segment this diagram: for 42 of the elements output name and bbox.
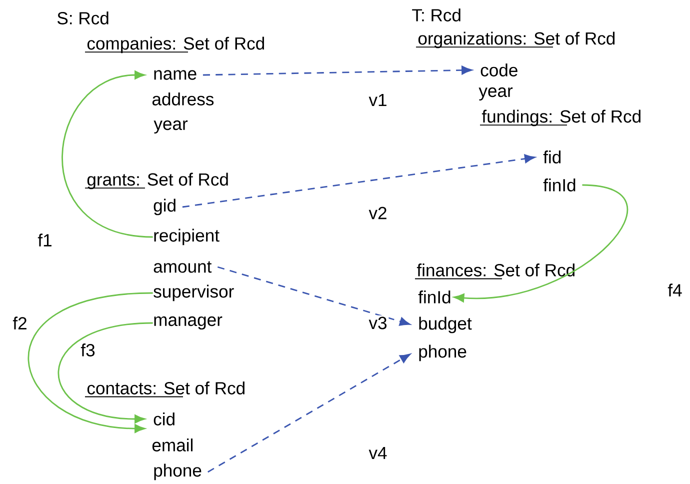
arrow [208, 354, 410, 473]
header-label: companies: Set of Rcd [84, 36, 264, 54]
edge-label: f4 [666, 282, 684, 298]
field-label: phone [154, 464, 202, 480]
arrow [217, 266, 410, 326]
header-label: finances: Set of Rcd [414, 264, 574, 280]
field-label: manager [154, 316, 222, 330]
field-label: supervisor [154, 284, 234, 302]
field-label: S: Rcd [58, 12, 108, 24]
field-label: year [478, 87, 513, 101]
edge-label: f1 [36, 232, 54, 248]
header-label: contacts: Set of Rcd [84, 382, 244, 398]
header-label: grants: Set of Rcd [84, 172, 228, 190]
header-label: fundings: Set of Rcd [480, 110, 640, 126]
field-label: address [152, 92, 214, 106]
edge-label: v3 [367, 315, 389, 331]
edge-label: f3 [79, 342, 97, 358]
arrow [182, 154, 536, 208]
edge-label: v1 [367, 92, 389, 108]
edge-label: f2 [11, 315, 29, 331]
arrow [28, 292, 153, 433]
field-label: finId [418, 290, 450, 304]
field-label: recipient [154, 228, 220, 246]
arrow [454, 184, 628, 302]
field-label: cid [154, 412, 174, 426]
arrow [62, 70, 153, 238]
field-label: gid [154, 198, 176, 216]
edge-label: v4 [367, 446, 389, 460]
arrow [58, 322, 153, 424]
field-label: amount [154, 261, 212, 273]
field-label: code [480, 64, 518, 76]
field-label: name [154, 70, 196, 80]
field-label: email [152, 438, 193, 452]
field-label: fid [543, 150, 561, 164]
edge-label: v2 [367, 205, 389, 221]
field-label: budget [419, 316, 472, 334]
field-label: year [154, 120, 188, 134]
header-label: organizations: Set of Rcd [416, 32, 615, 48]
field-label: phone [419, 344, 466, 362]
field-label: T: Rcd [412, 8, 460, 22]
arrow [202, 66, 472, 76]
field-label: finId [543, 178, 576, 192]
